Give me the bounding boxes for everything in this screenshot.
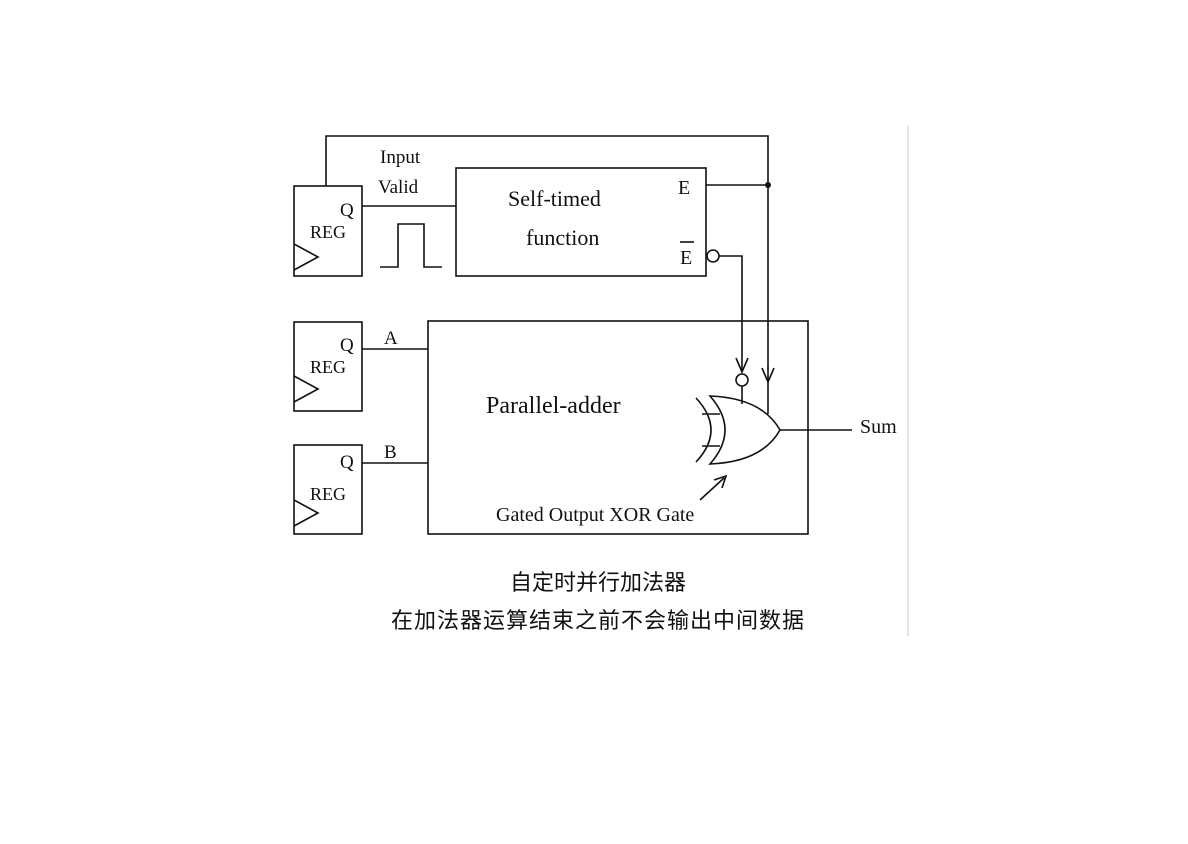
register-a-clock-icon: [293, 375, 320, 403]
gate-inverted-input-bubble-icon: [735, 373, 749, 387]
caption-title: 自定时并行加法器: [510, 570, 686, 595]
register-b-clock-icon: [293, 499, 320, 527]
parallel-adder-label: Parallel-adder: [486, 393, 621, 419]
enable-bar-output-label: E: [680, 247, 692, 269]
register-b: Q REG: [293, 444, 363, 535]
input-valid-label-1: Input: [380, 147, 421, 168]
register-a-q: Q: [340, 335, 354, 356]
gate-pointer-line: [699, 477, 725, 501]
register-b-box: [293, 444, 363, 535]
junction-dot: [765, 182, 771, 188]
input-valid-label-2: Valid: [378, 177, 419, 198]
gate-label: Gated Output XOR Gate: [496, 504, 694, 526]
caption-subtitle: 在加法器运算结束之前不会输出中间数据: [391, 608, 805, 633]
sum-label: Sum: [860, 416, 897, 438]
register-top: Q REG: [293, 185, 363, 277]
xor-gate-icon: [695, 382, 781, 465]
gate-pointer-arrow-icon: [713, 474, 728, 489]
register-a: Q REG: [293, 321, 363, 412]
enable-bar-arrow-icon: [735, 357, 749, 375]
self-timed-function-box: [455, 167, 707, 277]
pulse-waveform-icon: [380, 223, 442, 268]
self-timed-label-2: function: [526, 225, 599, 250]
self-timed-label-1: Self-timed: [508, 186, 601, 211]
register-top-name: REG: [310, 222, 346, 242]
parallel-adder-box: [427, 320, 809, 535]
enable-bar-wire: [719, 255, 743, 370]
register-a-box: [293, 321, 363, 412]
enable-bar-bubble-icon: [706, 249, 720, 263]
register-top-q: Q: [340, 200, 354, 221]
self-timed-function-block: Self-timed function E E: [455, 167, 707, 277]
register-b-name: REG: [310, 484, 346, 504]
feedback-wire: [325, 135, 769, 380]
signal-b-label: B: [384, 442, 397, 463]
xor-body: [708, 395, 781, 465]
register-top-box: [293, 185, 363, 277]
enable-output-label: E: [678, 177, 690, 199]
signal-a-label: A: [384, 328, 398, 349]
register-top-clock-icon: [293, 243, 320, 271]
xor-back-curve: [695, 397, 712, 463]
parallel-adder-block: Parallel-adder Gated Output XOR Gate: [427, 320, 809, 535]
register-a-name: REG: [310, 357, 346, 377]
register-b-q: Q: [340, 452, 354, 473]
